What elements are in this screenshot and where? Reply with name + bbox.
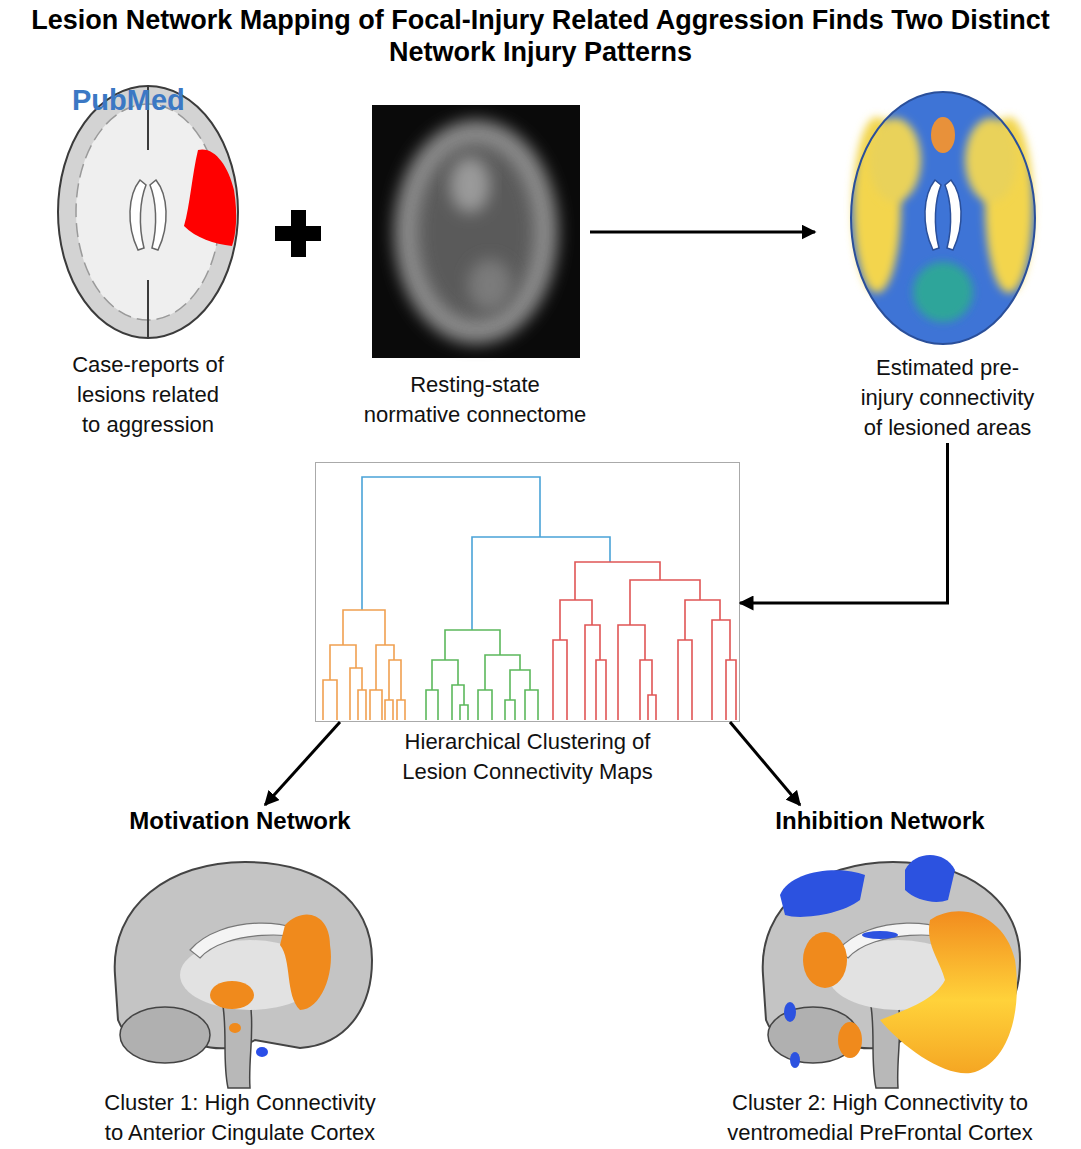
panel-caption: Hierarchical Clustering of Lesion Connec… bbox=[316, 727, 739, 787]
brainstem-region bbox=[838, 1022, 862, 1058]
panel-caption: Estimated pre-injury connectivity of les… bbox=[815, 353, 1080, 443]
image-frame bbox=[372, 105, 580, 358]
pcc-region bbox=[803, 932, 847, 988]
negative-region bbox=[780, 870, 865, 917]
brain-signal bbox=[418, 144, 534, 320]
brain-signal bbox=[468, 259, 512, 311]
flow-arrow bbox=[590, 231, 815, 234]
plus-bar bbox=[291, 210, 306, 257]
sagittal-brain bbox=[763, 855, 1020, 1088]
figure-panel: Case-reports of lesions related to aggre… bbox=[40, 85, 256, 440]
sagittal-brain bbox=[115, 862, 372, 1088]
panel-heading: Motivation Network bbox=[129, 805, 350, 838]
connectivity-brain bbox=[851, 92, 1035, 344]
vmpfc-region bbox=[880, 911, 1017, 1073]
acc-region bbox=[280, 915, 331, 1010]
brainstem-region bbox=[229, 1023, 241, 1033]
negative-region bbox=[862, 931, 898, 939]
negative-region bbox=[790, 1052, 800, 1068]
figure-panel: Estimated pre-injury connectivity of les… bbox=[815, 88, 1080, 443]
axial-brain bbox=[58, 86, 238, 338]
logo-text: PubMed bbox=[72, 84, 185, 117]
panel-heading: Inhibition Network bbox=[775, 805, 984, 838]
lesion bbox=[184, 149, 236, 246]
brain-signal bbox=[394, 120, 558, 344]
ventricles bbox=[925, 180, 961, 250]
ventricles bbox=[130, 180, 166, 250]
cerebellum bbox=[120, 1007, 210, 1063]
brain-outline bbox=[851, 92, 1035, 344]
figure-panel: Inhibition NetworkCluster 2: High Connec… bbox=[700, 805, 1060, 1148]
flow-arrow bbox=[730, 722, 800, 805]
brain-outline bbox=[58, 86, 238, 338]
negative-region bbox=[256, 1047, 268, 1057]
flow-arrow bbox=[265, 722, 340, 805]
negative-region bbox=[905, 855, 955, 902]
dendrogram-link bbox=[323, 610, 405, 720]
thalamus-region bbox=[210, 981, 254, 1009]
dendrogram-panel: Hierarchical Clustering of Lesion Connec… bbox=[315, 462, 740, 722]
diagram-title: Lesion Network Mapping of Focal-Injury R… bbox=[30, 4, 1051, 69]
dendrogram-link bbox=[553, 562, 736, 720]
panel-caption: Case-reports of lesions related to aggre… bbox=[40, 350, 256, 440]
panel-caption: Resting-state normative connectome bbox=[360, 370, 590, 430]
brainstem bbox=[222, 1000, 252, 1088]
connectivity-region bbox=[931, 117, 955, 153]
negative-region bbox=[784, 1002, 796, 1022]
brainstem bbox=[870, 1000, 900, 1088]
plus-sign bbox=[275, 210, 321, 257]
panel-caption: Cluster 2: High Connectivity to ventrome… bbox=[700, 1088, 1060, 1148]
brain-signal bbox=[450, 157, 490, 213]
connectivity-region bbox=[913, 262, 973, 322]
flow-arrow bbox=[740, 443, 948, 603]
dendrogram-link bbox=[426, 630, 538, 720]
midline-fissure bbox=[147, 86, 149, 338]
panel-caption: Cluster 1: High Connectivity to Anterior… bbox=[75, 1088, 405, 1148]
connectome-image bbox=[372, 105, 580, 358]
figure-panel: Motivation NetworkCluster 1: High Connec… bbox=[75, 805, 405, 1148]
brain-edge bbox=[851, 92, 1035, 344]
figure-panel: Resting-state normative connectome bbox=[360, 100, 590, 430]
dendrogram-link bbox=[362, 477, 610, 630]
dendrogram bbox=[323, 477, 736, 720]
